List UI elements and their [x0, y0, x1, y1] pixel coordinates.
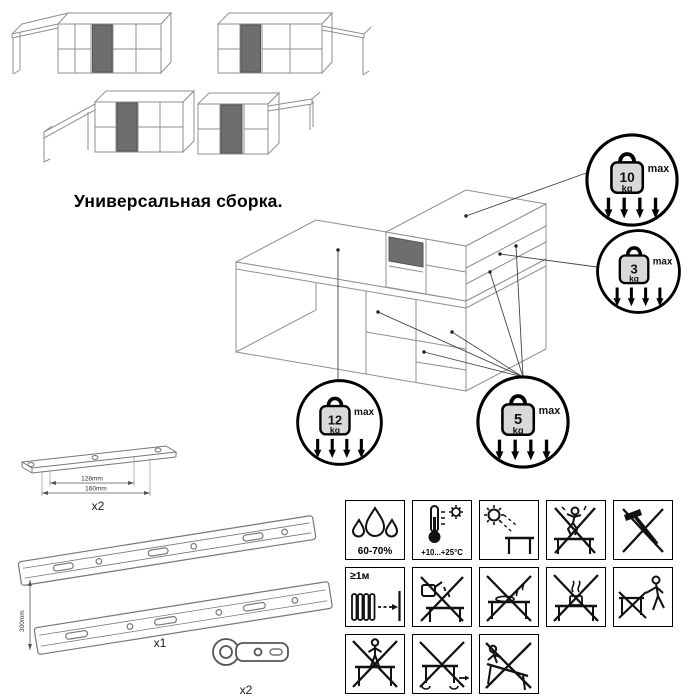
cross-out-x	[553, 574, 599, 622]
weight-badge-10kg: 10 kg max	[584, 132, 680, 228]
bar-outer-dimension: 160mm	[85, 486, 107, 493]
wet-table-icon	[486, 575, 532, 622]
pouring-liquid-icon	[420, 576, 464, 622]
weight-value: 10	[619, 170, 635, 185]
slides-length-dimension: 300mm	[19, 610, 26, 632]
care-icon-no-sitting	[479, 634, 539, 694]
max-label: max	[648, 163, 670, 175]
main-assembly-drawing	[234, 189, 548, 392]
humidity-label: 60-70%	[357, 546, 393, 557]
slides-quantity: x1	[154, 636, 167, 650]
weight-callout-lines	[337, 171, 598, 379]
person-standing-on-table-icon	[352, 638, 398, 688]
radiator-distance-icon	[351, 591, 401, 621]
care-icon-sunlight	[479, 500, 539, 560]
temperature-label: +10...+25°C	[421, 548, 463, 558]
assembly-option-3	[43, 89, 196, 163]
dark-door-panel	[240, 24, 261, 73]
weight-badge-5kg: 5 kg max	[475, 374, 571, 470]
cross-out-x	[485, 642, 532, 689]
universal-assembly-title: Универсальная сборка.	[74, 191, 283, 211]
person-jumping-on-table-icon	[554, 505, 596, 554]
cross-out-x	[420, 576, 464, 622]
assembly-option-1	[11, 11, 173, 75]
bar-quantity: x2	[92, 499, 105, 513]
sun-over-table-icon	[484, 505, 534, 554]
max-label: max	[653, 256, 673, 267]
care-icon-no-standing	[345, 634, 405, 694]
hinge-drawing: x2	[212, 638, 289, 697]
weight-value: 5	[514, 412, 522, 428]
callout-dots	[336, 214, 518, 354]
dark-drawer-panel	[388, 236, 424, 268]
weight-value: 3	[630, 261, 637, 276]
care-icon-no-dragging	[613, 567, 673, 627]
dark-door-panel	[92, 24, 113, 73]
cross-out-x	[618, 591, 647, 619]
care-icon-no-jumping	[546, 500, 606, 560]
dark-door-panel	[220, 104, 243, 154]
care-icon-no-wet-cleaning	[479, 567, 539, 627]
support-bar-drawing: 128mm 160mm x2	[20, 445, 178, 513]
water-drops-icon	[351, 505, 399, 537]
care-icon-temperature: +10...+25°C	[412, 500, 472, 560]
weight-unit: kg	[513, 425, 524, 435]
assembly-option-4	[196, 91, 321, 156]
dark-door-panel	[116, 102, 138, 152]
drawer-slides-drawing: 300mm x1	[17, 515, 333, 655]
care-icon-no-pushing	[412, 634, 472, 694]
hammer-icon	[622, 508, 664, 553]
care-icon-no-pouring	[412, 567, 472, 627]
heater-distance-label: ≥1м	[350, 570, 370, 582]
max-label: max	[354, 407, 374, 418]
cross-out-x	[486, 575, 532, 622]
cross-out-x	[554, 507, 596, 554]
max-label: max	[539, 405, 561, 417]
care-icon-no-hot-objects	[546, 567, 606, 627]
thermometer-icon	[428, 505, 463, 543]
cross-out-x	[419, 641, 465, 688]
weight-badge-12kg: 12 kg max	[295, 378, 384, 467]
assembly-option-2	[216, 11, 372, 76]
weight-unit: kg	[629, 274, 639, 284]
hinge-quantity: x2	[240, 683, 253, 697]
care-icon-humidity: 60-70%	[345, 500, 405, 560]
weight-unit: kg	[622, 183, 633, 193]
bar-inner-dimension: 128mm	[81, 476, 103, 483]
table-shifting-icon	[419, 641, 470, 690]
care-icon-no-hammer	[613, 500, 673, 560]
weight-value: 12	[328, 412, 342, 427]
weight-unit: kg	[330, 425, 340, 435]
person-tilting-table-icon	[485, 642, 532, 691]
cross-out-x	[352, 640, 398, 688]
weight-badge-3kg: 3 kg max	[595, 228, 682, 315]
cross-out-x	[622, 508, 664, 553]
hot-object-on-table-icon	[553, 574, 599, 622]
care-icon-heater-distance: ≥1м	[345, 567, 405, 627]
person-dragging-table-icon	[618, 575, 665, 619]
care-icons-grid: 60-70%	[345, 500, 673, 694]
